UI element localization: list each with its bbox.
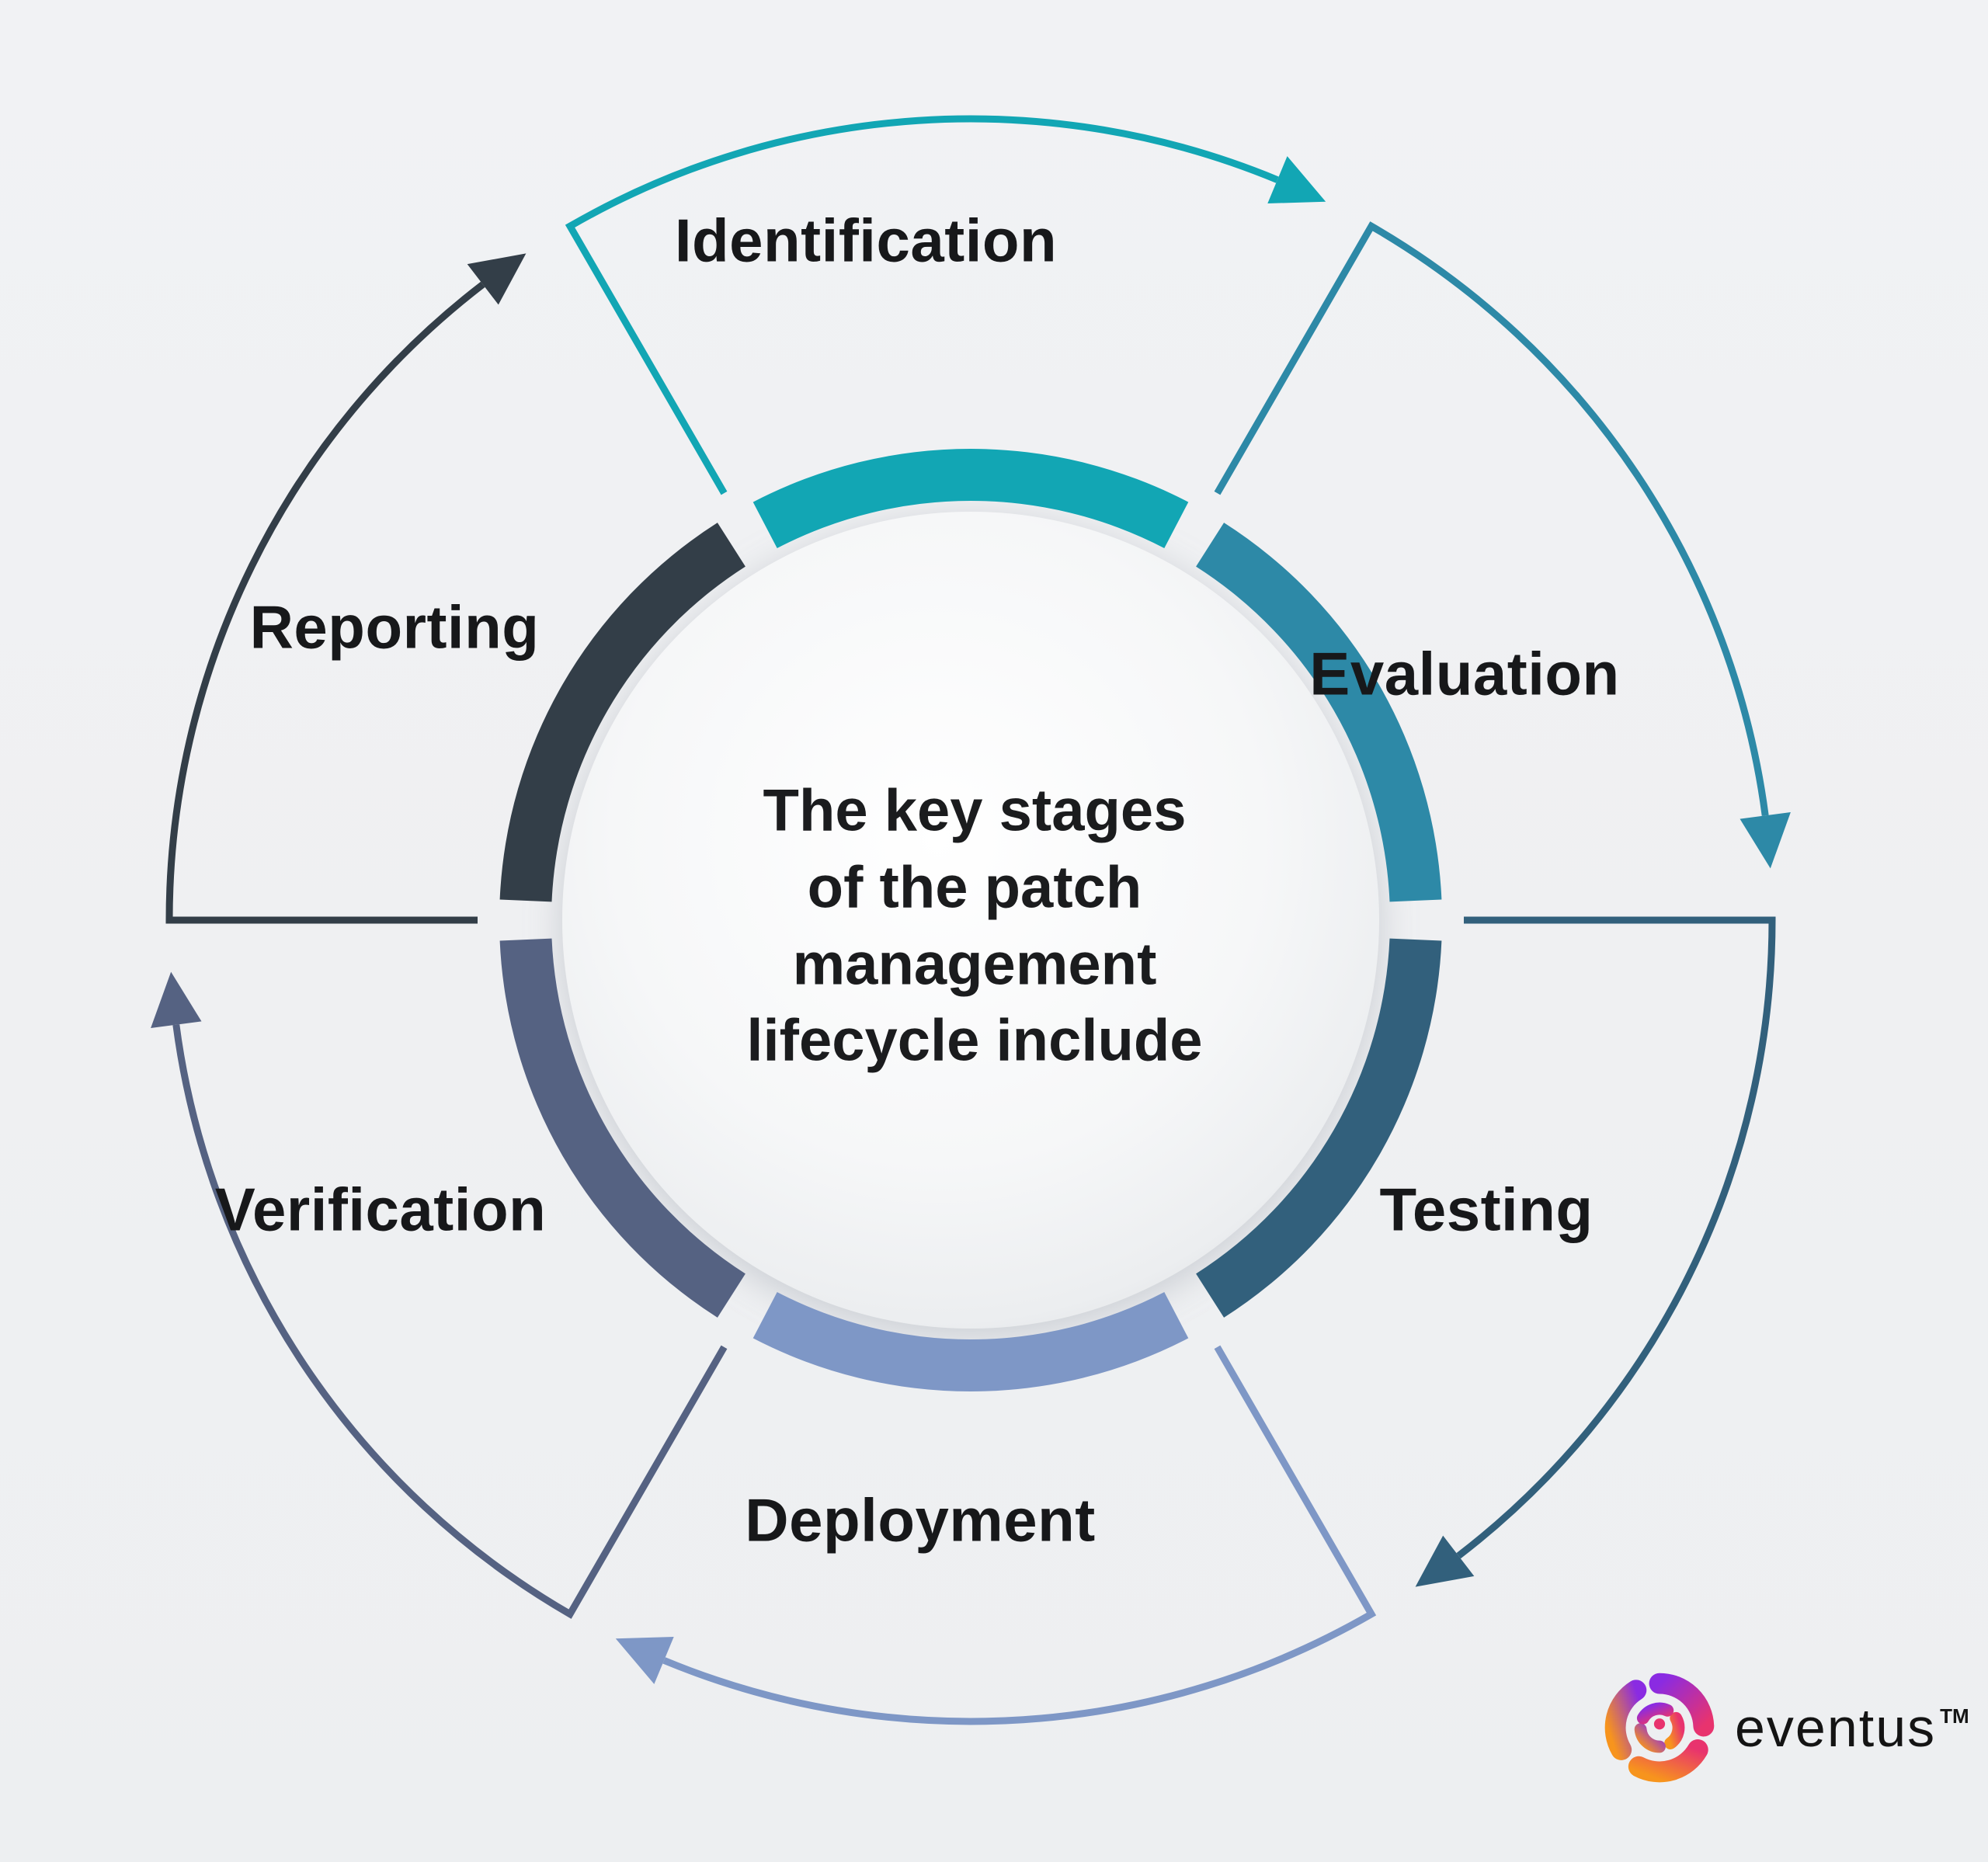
stage-label-deployment: Deployment bbox=[745, 1485, 1096, 1555]
stage-label-evaluation: Evaluation bbox=[1309, 639, 1620, 708]
ring-segment-deployment bbox=[752, 1292, 1189, 1391]
cycle-arrow-verification bbox=[172, 1024, 728, 1619]
stage-label-testing: Testing bbox=[1379, 1175, 1594, 1244]
cycle-arrowhead-verification bbox=[151, 971, 202, 1028]
cycle-arrowhead-deployment bbox=[615, 1637, 674, 1684]
cycle-arrowhead-testing bbox=[1415, 1535, 1475, 1587]
cycle-arrow-testing bbox=[1456, 916, 1776, 1559]
diagram-title: The key stages of the patch management l… bbox=[746, 773, 1202, 1079]
cycle-arrow-deployment bbox=[662, 1345, 1377, 1725]
diagram-title-line: lifecycle include bbox=[746, 1007, 1203, 1074]
cycle-arrow-evaluation bbox=[1214, 221, 1769, 816]
ring-segment-reporting bbox=[499, 523, 746, 902]
cycle-arrowhead-evaluation bbox=[1740, 812, 1791, 869]
ring-segment-testing bbox=[1196, 938, 1442, 1318]
trademark-symbol: TM bbox=[1940, 1704, 1969, 1728]
diagram-title-line: management bbox=[792, 931, 1157, 997]
stage-label-reporting: Reporting bbox=[249, 592, 540, 662]
stage-label-identification: Identification bbox=[674, 206, 1058, 275]
center-circle bbox=[562, 512, 1379, 1329]
diagram-title-line: The key stages bbox=[763, 777, 1187, 844]
ring-segment-evaluation bbox=[1196, 523, 1442, 902]
ring-segment-identification bbox=[752, 449, 1189, 548]
cycle-arrowhead-identification bbox=[1267, 156, 1326, 203]
diagram-title-line: of the patch bbox=[807, 854, 1142, 921]
cycle-arrowhead-reporting bbox=[467, 253, 527, 305]
eventus-logo-icon bbox=[1604, 1673, 1715, 1783]
cycle-arrow-identification bbox=[565, 115, 1279, 495]
stage-label-verification: Verification bbox=[214, 1175, 547, 1244]
ring-segment-verification bbox=[499, 938, 746, 1318]
cycle-arrow-reporting bbox=[165, 281, 485, 924]
